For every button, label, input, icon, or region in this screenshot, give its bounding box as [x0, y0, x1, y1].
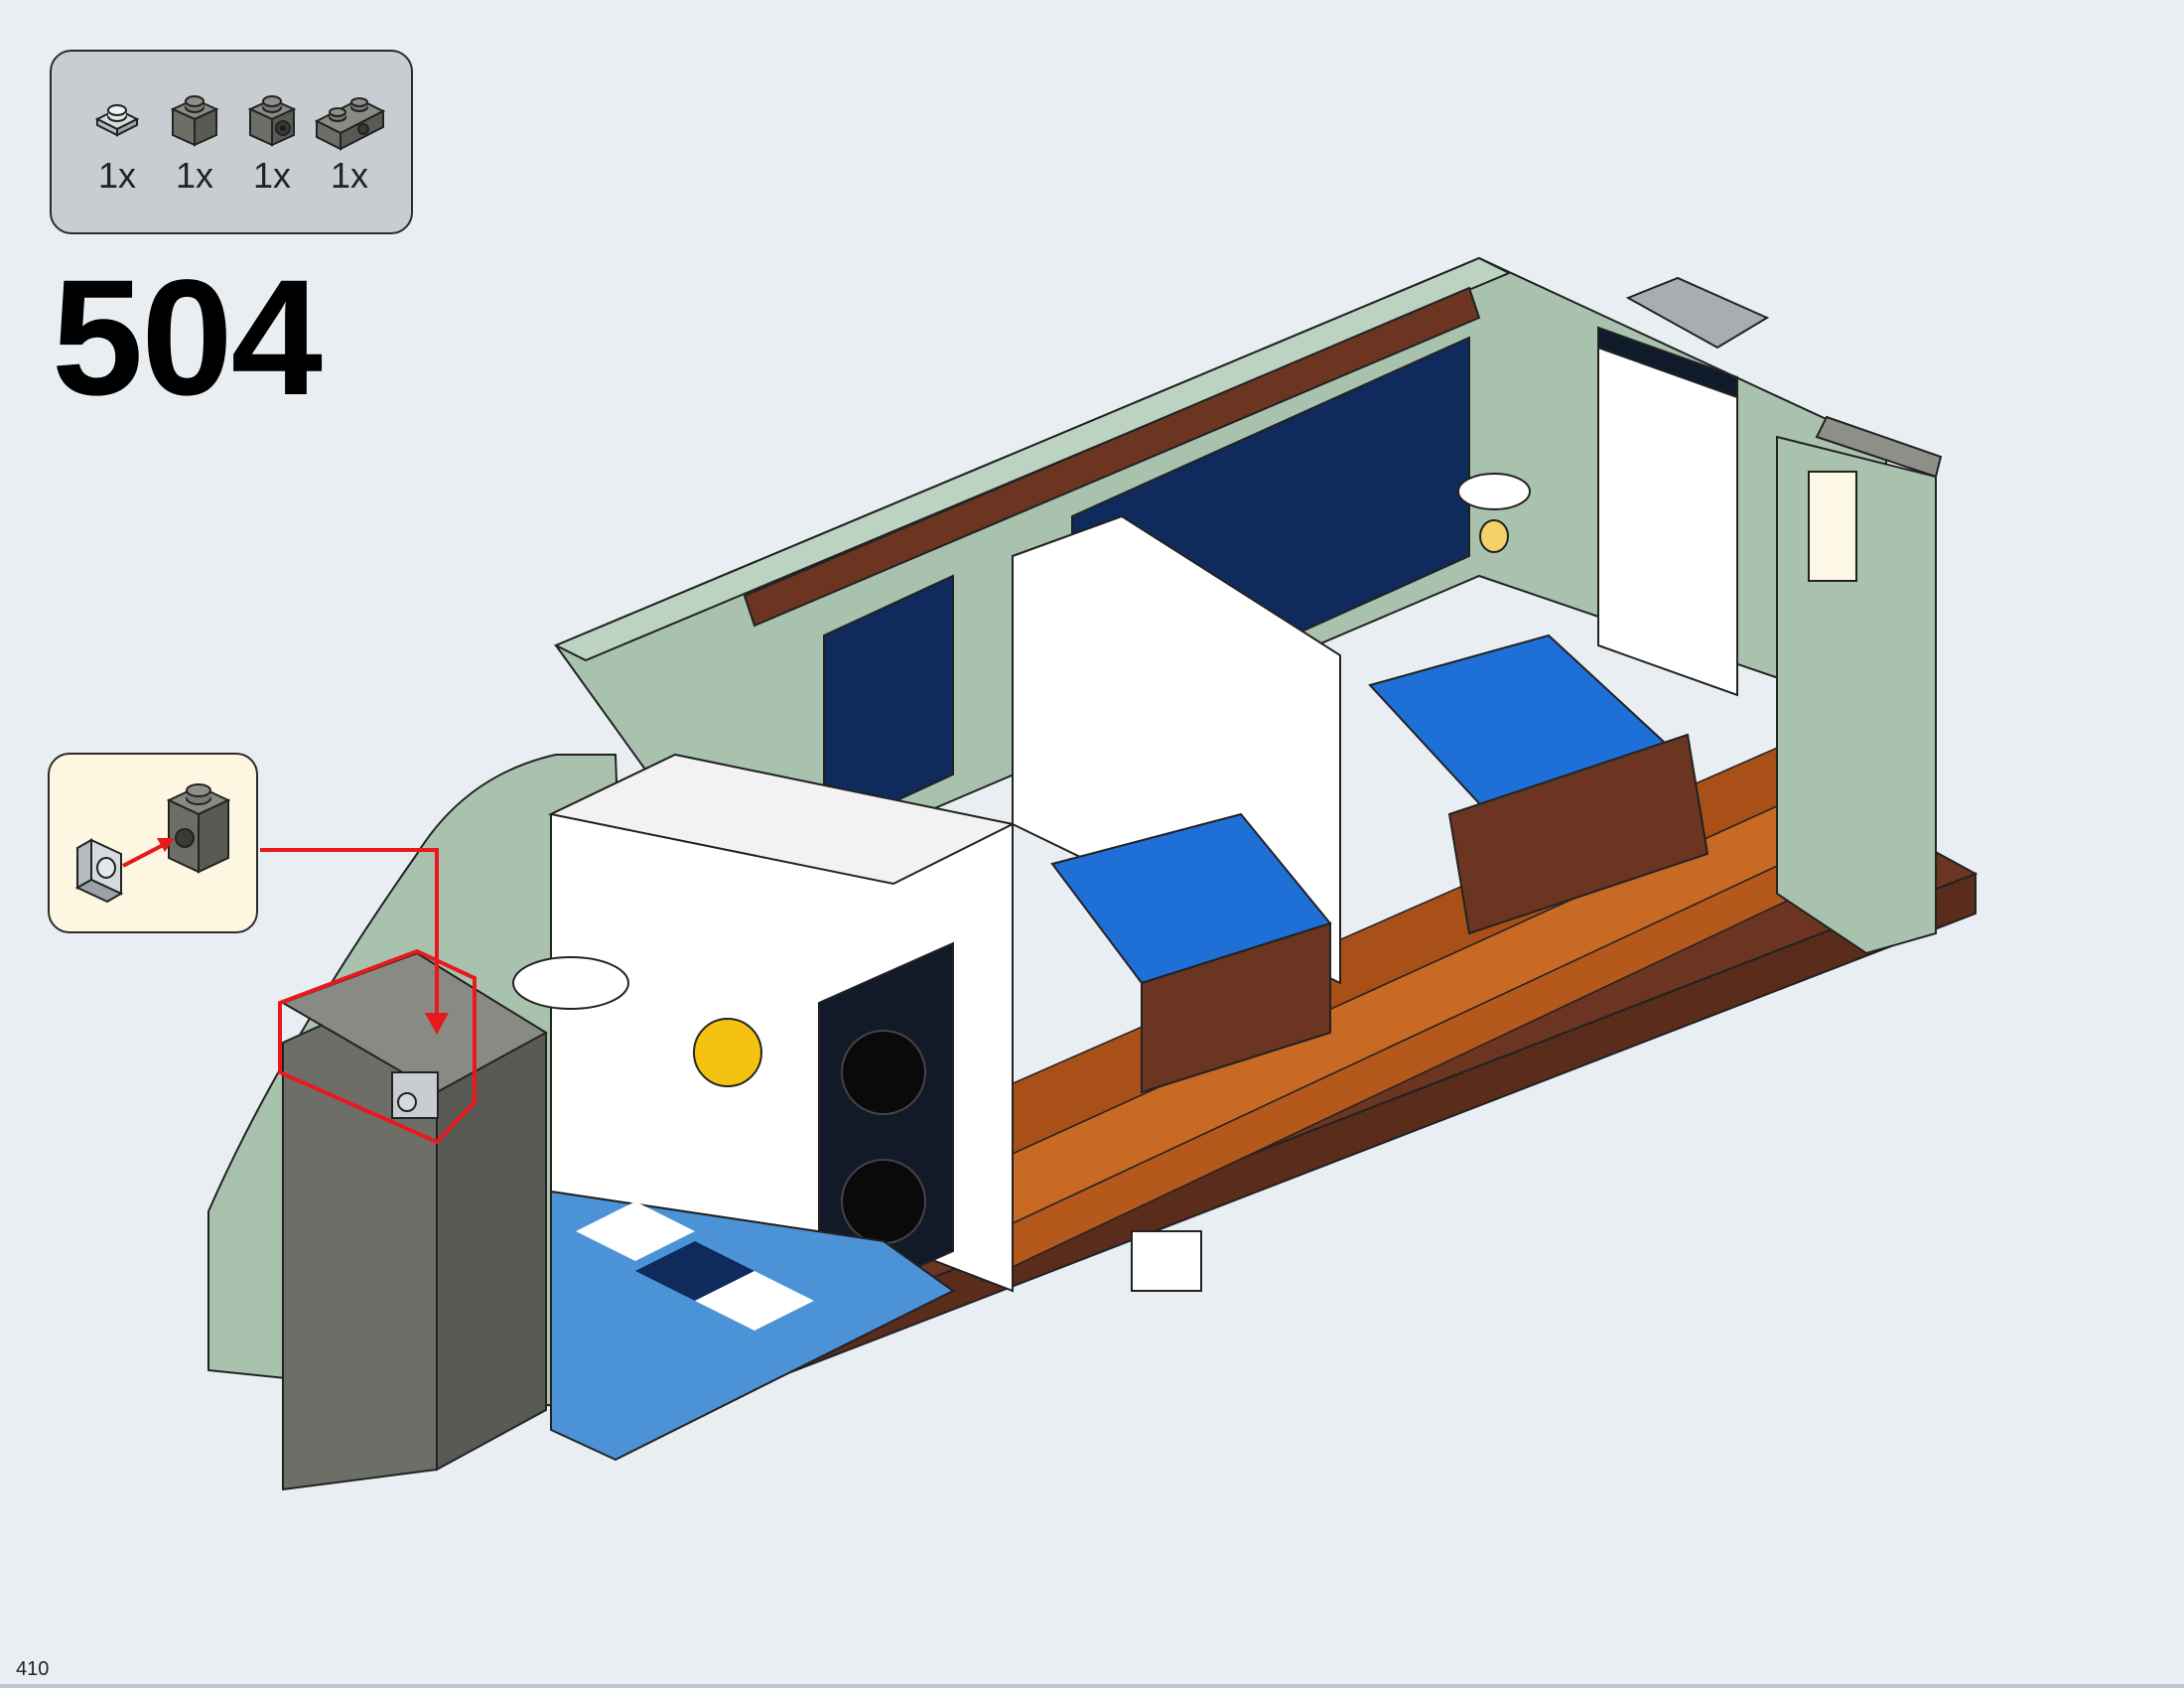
part-plate-1x1-icon	[85, 91, 149, 141]
door-frame	[1597, 326, 1738, 399]
lamp-shade	[1457, 473, 1531, 510]
door	[1597, 346, 1738, 697]
support-post	[1131, 1230, 1202, 1292]
part-quantity: 1x	[252, 155, 292, 196]
page-number: 410	[16, 1658, 50, 1680]
right-wall-top	[1815, 415, 1943, 479]
new-parts-highlight	[278, 948, 477, 1145]
part-brick-1x1-stud-icon	[240, 91, 304, 147]
callout-arrow	[260, 848, 439, 1023]
part-brick-1x1-icon	[163, 91, 226, 147]
subassembly-callout	[48, 753, 258, 933]
part-quantity: 1x	[330, 155, 369, 196]
yellow-disk	[693, 1018, 762, 1087]
part-quantity: 1x	[97, 155, 137, 196]
step-number: 504	[52, 246, 323, 430]
bed-front-headboard	[1141, 921, 1331, 1094]
curtain-left	[823, 574, 954, 836]
back-wall-top	[553, 256, 1512, 662]
roof-box	[1625, 276, 1770, 350]
shower-head	[512, 956, 629, 1010]
roof-beam	[743, 286, 1481, 628]
bed-back-headboard	[1447, 733, 1709, 935]
part-quantity: 1x	[175, 155, 214, 196]
page-bottom-rule	[0, 1684, 2184, 1688]
part-brick-1x2-studs-icon	[312, 91, 386, 151]
wall-sign	[1808, 471, 1857, 582]
subassembly-illustration	[74, 783, 231, 904]
parts-list-box: 1x 1x 1x	[50, 50, 413, 234]
